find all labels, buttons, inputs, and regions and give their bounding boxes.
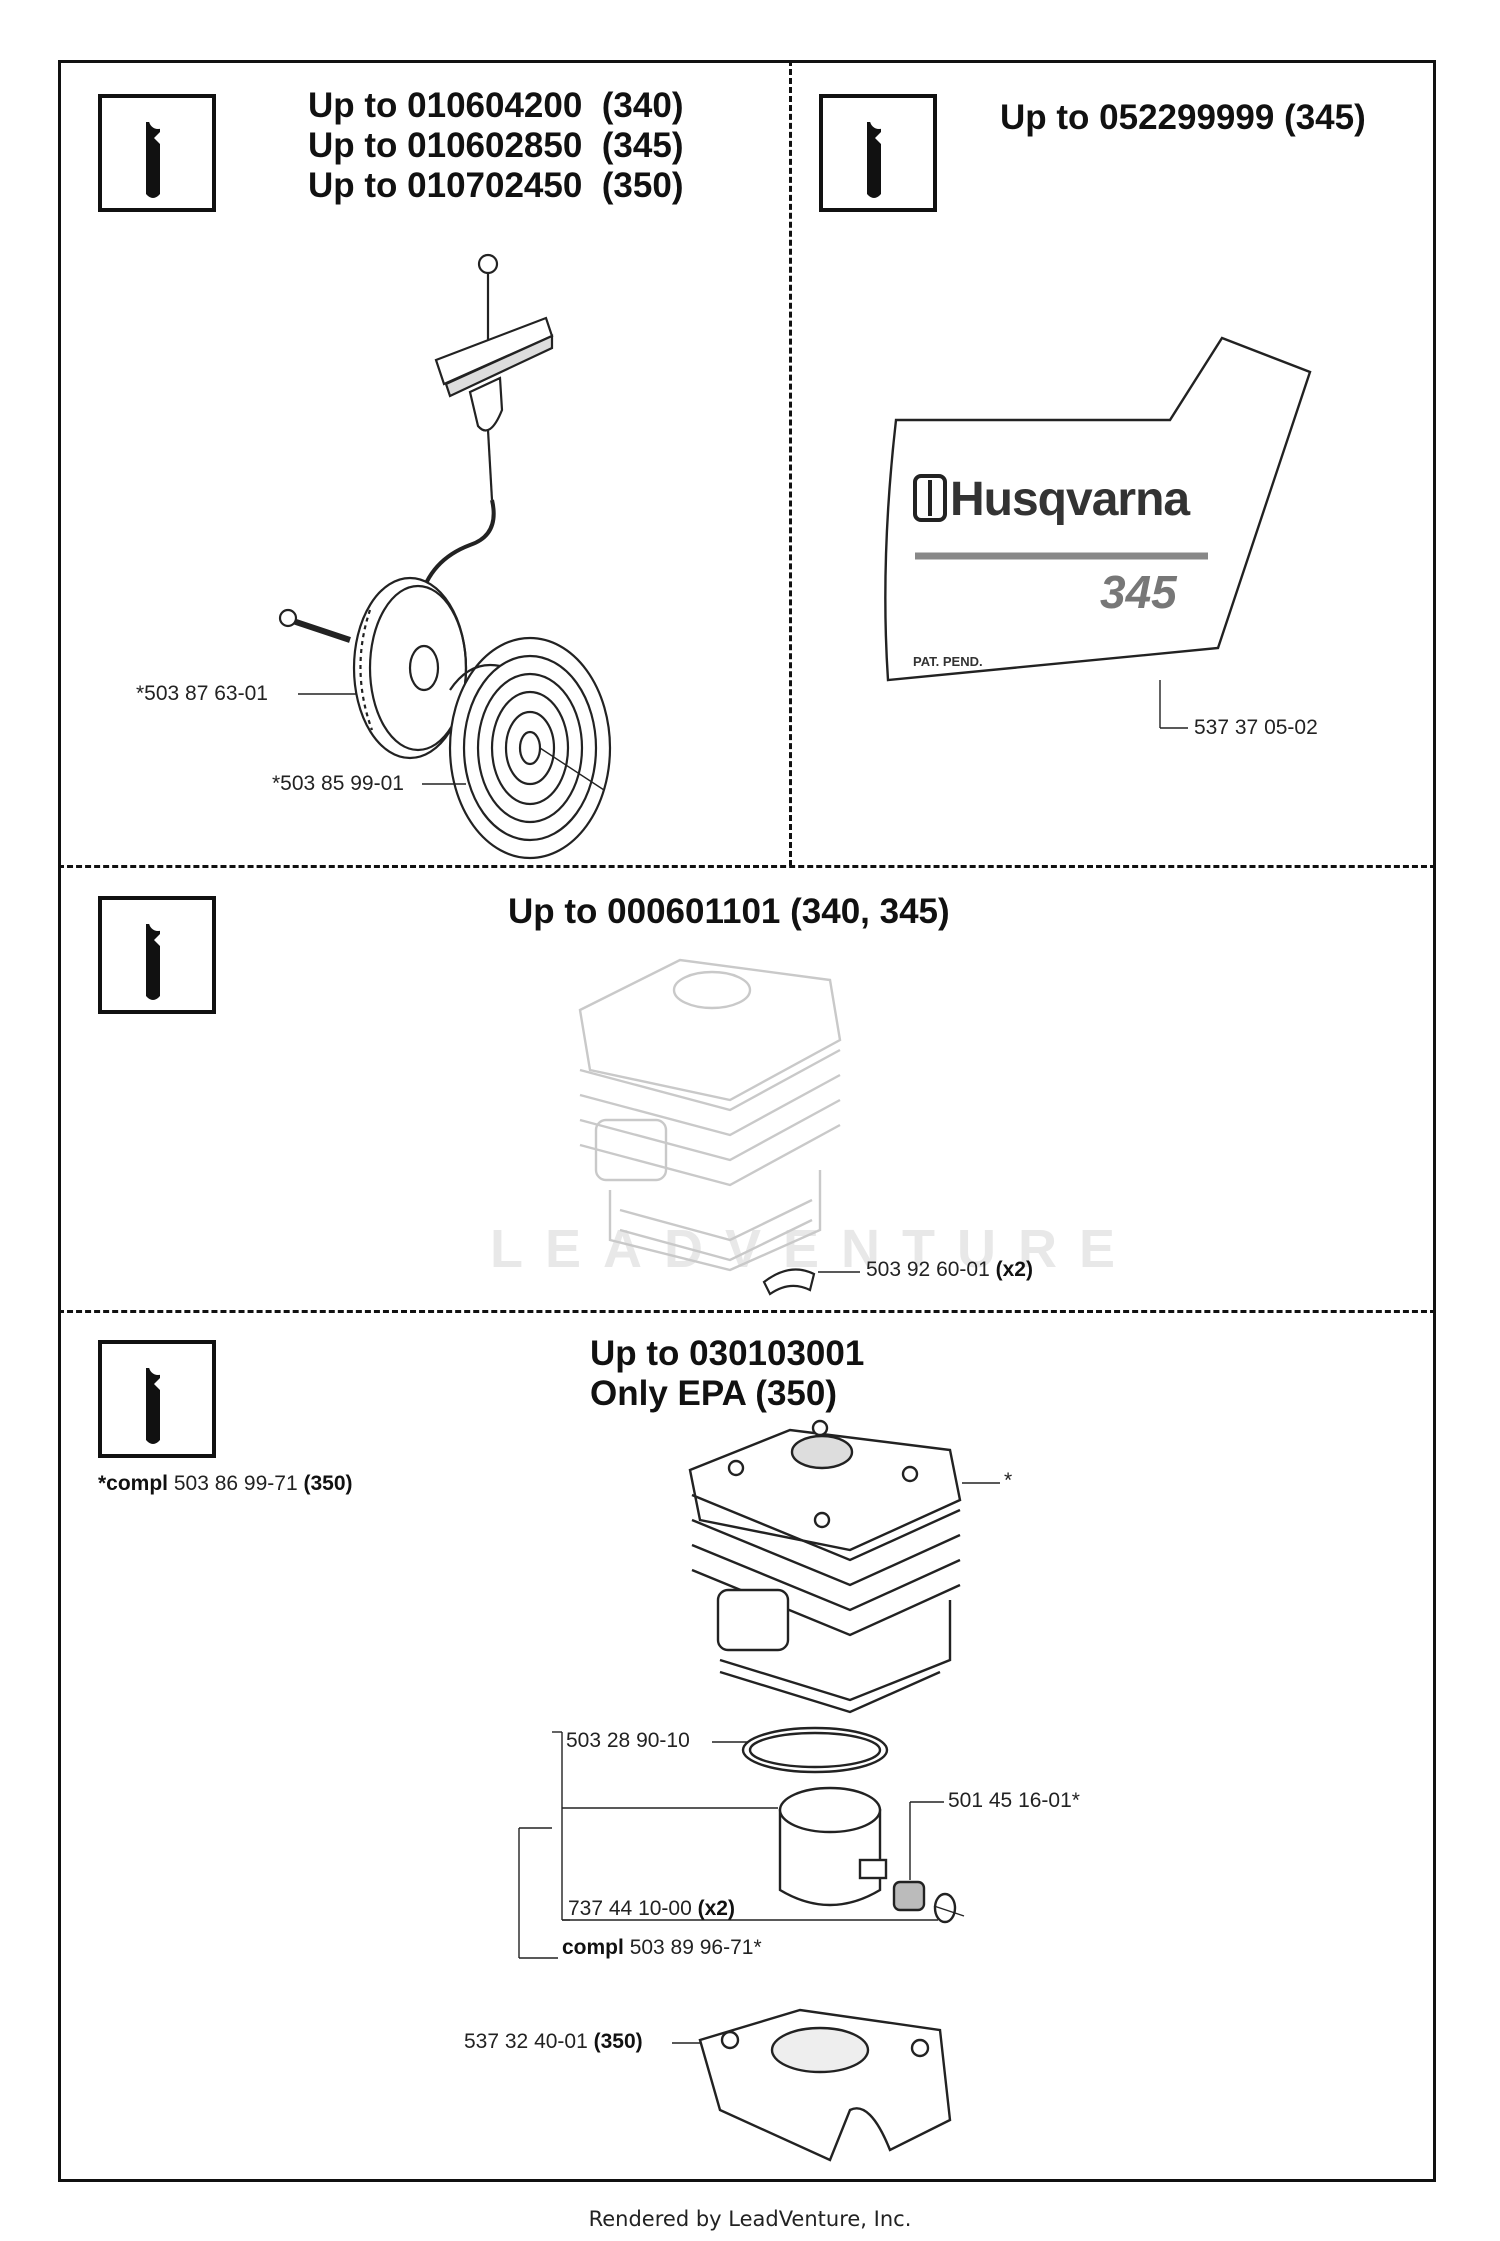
crankcase-part-number: 537 32 40-01 [464,2030,588,2053]
decal-model: 345 [1100,566,1177,618]
gasket-heading: Up to 000601101 (340, 345) [508,892,950,931]
pulley-part-label: *503 87 63-01 [136,682,268,705]
cylinder-heading-line: Up to 030103001 [590,1334,865,1373]
kit-part-label: compl 503 89 96-71* [562,1936,762,1960]
note-model: (350) [303,1472,353,1495]
recoil-heading-line: Up to 010602850 (345) [308,126,684,165]
note-prefix: *compl [98,1472,169,1495]
wrench-info-icon [98,94,216,212]
decal-patent: PAT. PEND. [913,654,983,669]
cover-part-label: 537 37 05-02 [1194,716,1318,739]
gasket-cylinder-drawing [578,958,860,1296]
spring-part-label: *503 85 99-01 [272,772,404,795]
crankcase-part-label: 537 32 40-01 (350) [464,2030,643,2054]
cover-heading: Up to 052299999 (345) [1000,98,1366,137]
circlip-qty: (x2) [697,1897,735,1920]
decal-brand: Husqvarna [950,473,1190,526]
note-part-number: 503 86 99-71 [173,1472,298,1495]
footer-credit: Rendered by LeadVenture, Inc. [588,2207,912,2231]
recoil-starter-drawing [278,253,612,860]
cylinder-headings: Up to 030103001 Only EPA (350) [590,1334,864,1414]
kit-prefix: compl [562,1936,624,1959]
recoil-heading-line: Up to 010702450 (350) [308,166,684,205]
pin-part-label: 501 45 16-01* [948,1789,1080,1812]
vertical-divider [789,60,792,866]
circlip-part-label: 737 44 10-00 (x2) [568,1897,735,1921]
gasket-qty: (x2) [995,1258,1033,1281]
gasket-part-number: 503 92 60-01 [866,1258,990,1281]
wrench-info-icon [98,1340,216,1458]
cylinder-heading-line: Only EPA (350) [590,1374,838,1413]
cylinder-assembly-drawing [518,1419,1000,2162]
recoil-headings: Up to 010604200 (340) Up to 010602850 (3… [308,86,683,206]
wrench-info-icon [98,896,216,1014]
kit-part-number: 503 89 96-71* [629,1936,762,1959]
gasket-part-label: 503 92 60-01 (x2) [866,1258,1033,1282]
circlip-part-number: 737 44 10-00 [568,1897,692,1920]
diagram-frame [58,60,1436,2182]
crankcase-model: (350) [593,2030,643,2053]
cylinder-kit-note: *compl 503 86 99-71 (350) [98,1472,353,1496]
divider-1 [58,865,1436,868]
cylinder-mark: * [1004,1469,1013,1492]
recoil-heading-line: Up to 010604200 (340) [308,86,684,125]
divider-2 [58,1310,1436,1313]
ring-part-label: 503 28 90-10 [566,1729,690,1752]
cover-decal-drawing [884,336,1312,729]
wrench-info-icon [819,94,937,212]
